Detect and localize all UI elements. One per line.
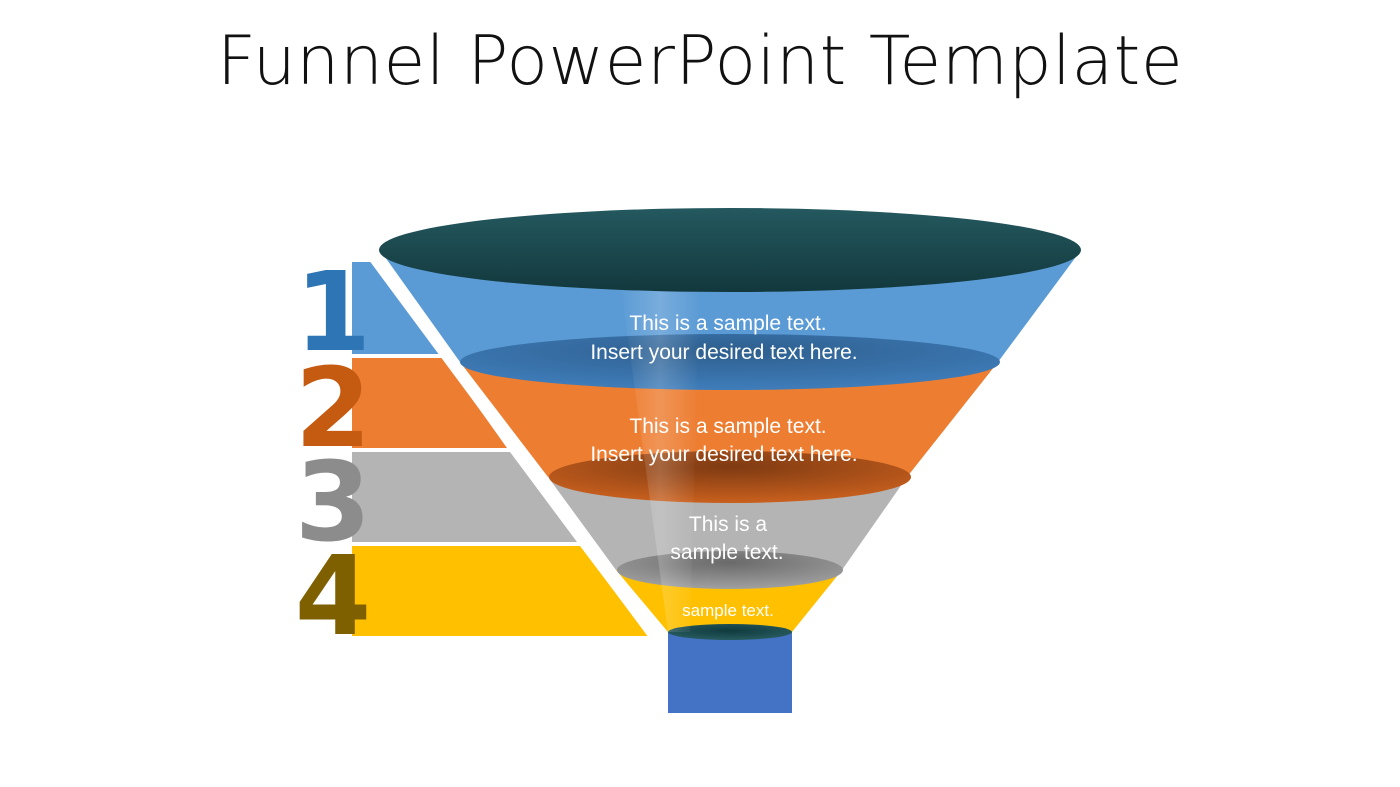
stage-1-text-line2: Insert your desired text here.: [590, 341, 857, 364]
stage-4-bar: [352, 546, 648, 636]
stage-2-text-line2: Insert your desired text here.: [590, 443, 857, 466]
stage-2-text-line1: This is a sample text.: [629, 415, 826, 438]
stage-4-text: sample text.: [682, 601, 774, 620]
separator-line: [369, 255, 660, 643]
funnel-segment-2: [460, 362, 998, 477]
funnel-segment-4-bottom: [668, 624, 792, 640]
funnel-segment-2-disc: [549, 451, 911, 503]
stage-1-bar: [352, 262, 440, 354]
stage-3-text-line2: sample text.: [670, 541, 783, 564]
stage-3-number: 3: [295, 438, 372, 566]
stage-1-text-line1: This is a sample text.: [629, 312, 826, 335]
funnel-segment-3: [548, 477, 907, 570]
funnel-spout: [668, 632, 792, 713]
stage-2-number: 2: [295, 344, 372, 472]
stage-1-number: 1: [295, 248, 372, 376]
stage-3-text-line1: This is a: [689, 513, 768, 536]
funnel-top-opening: [379, 208, 1081, 292]
stage-3-bar: [352, 452, 577, 542]
slide-title: Funnel PowerPoint Template: [216, 22, 1184, 101]
funnel-segment-1-disc: [460, 334, 1000, 390]
stage-2-bar: [352, 358, 507, 448]
stage-4-number: 4: [295, 532, 372, 660]
funnel-shine: [620, 280, 700, 632]
